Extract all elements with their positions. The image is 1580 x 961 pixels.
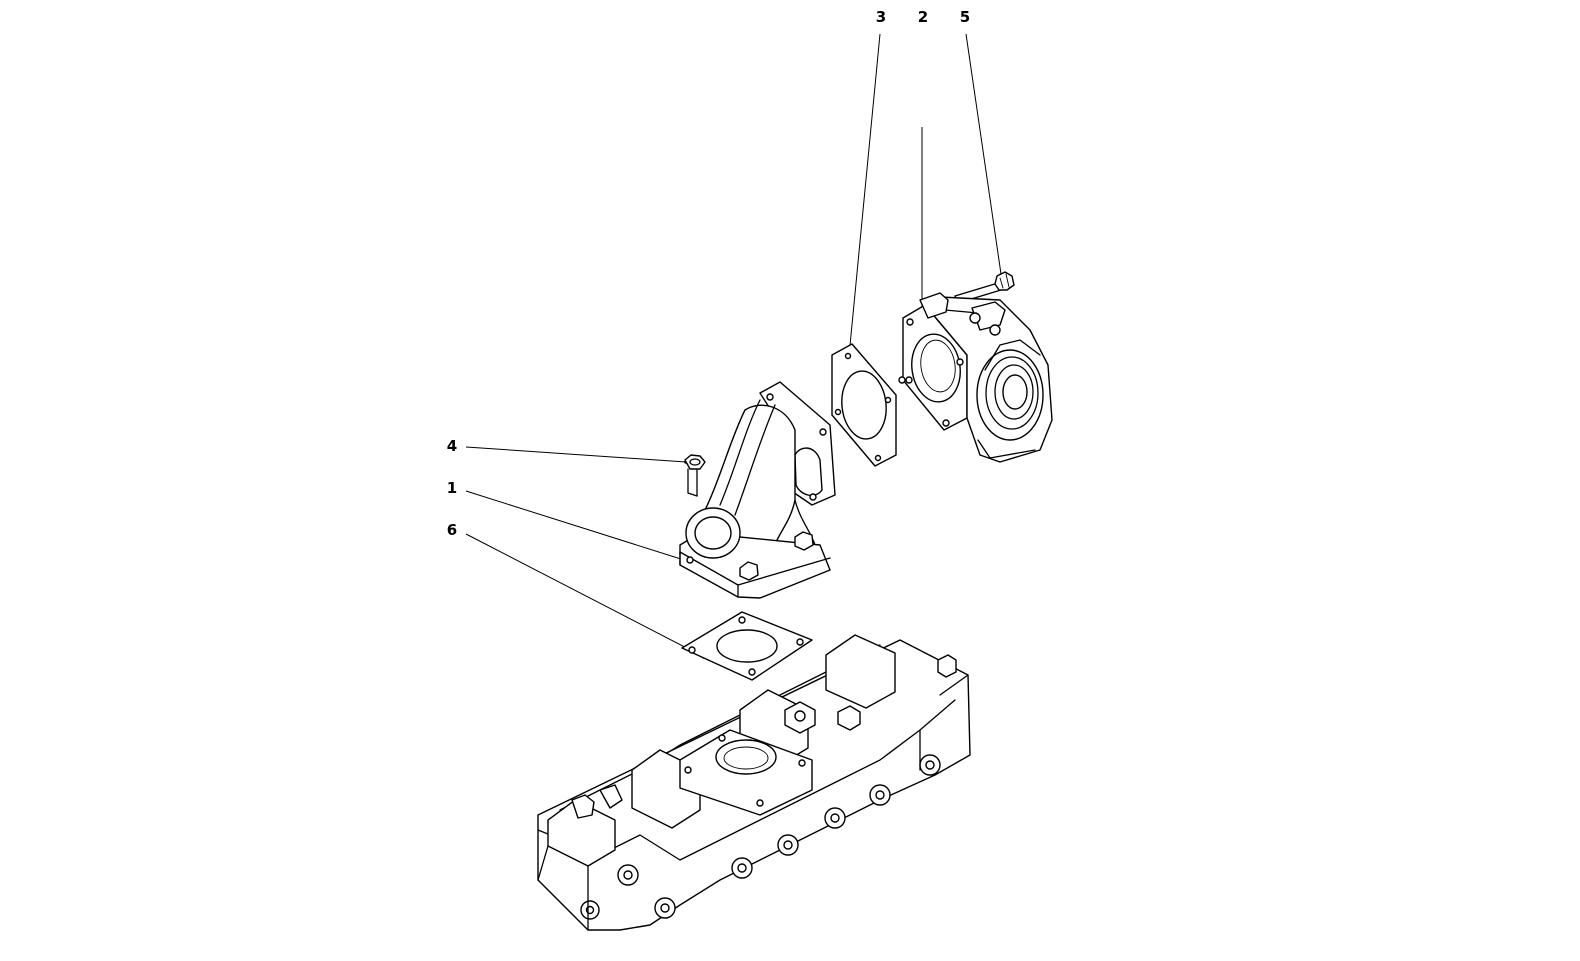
leader-line-3 [848, 33, 881, 357]
part-1-elbow-pipe [679, 381, 836, 599]
callout-6-label: 6 [447, 521, 457, 539]
part-2-throttle-body [898, 292, 1053, 463]
callout-1-label: 1 [447, 479, 457, 497]
leader-line-6 [465, 533, 705, 658]
intake-manifold [537, 634, 971, 931]
callout-3-label: 3 [876, 8, 886, 26]
leader-line-4 [465, 446, 687, 463]
callout-2-label: 2 [918, 8, 928, 26]
part-4-nut [684, 454, 706, 497]
part-3-upper-gasket [831, 343, 897, 467]
part-6-lower-gasket [681, 611, 813, 681]
callout-labels: 3 2 5 4 1 6 [447, 8, 970, 539]
callout-4-label: 4 [447, 437, 457, 455]
callout-5-label: 5 [960, 8, 970, 26]
leader-line-5 [965, 33, 1002, 275]
leader-line-1 [465, 490, 685, 561]
